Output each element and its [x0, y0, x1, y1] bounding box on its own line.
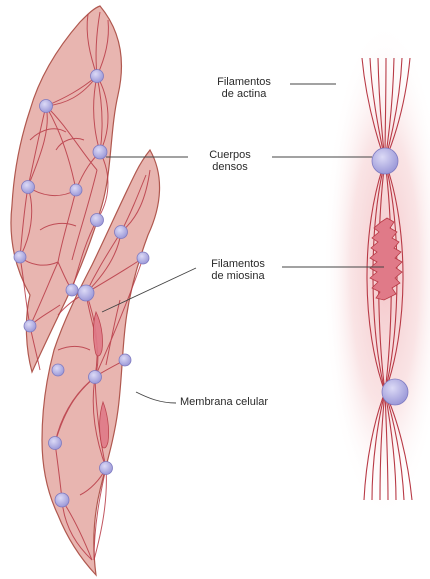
label-dense-line2: densos: [190, 161, 270, 173]
dense-body: [89, 371, 102, 384]
dense-body: [93, 145, 107, 159]
label-dense-bodies: Cuerpos densos: [190, 149, 270, 173]
dense-body: [115, 226, 128, 239]
label-myosin-filaments: Filamentos de miosina: [196, 258, 280, 282]
dense-body-upper: [372, 148, 398, 174]
label-myosin-line2: de miosina: [196, 270, 280, 282]
dense-body: [14, 251, 26, 263]
label-dense-line1: Cuerpos: [190, 149, 270, 161]
label-actin-line2: de actina: [203, 88, 285, 100]
dense-body: [24, 320, 36, 332]
dense-body: [66, 284, 78, 296]
dense-body: [22, 181, 35, 194]
label-actin-line1: Filamentos: [203, 76, 285, 88]
dense-body: [40, 100, 53, 113]
dense-body: [91, 214, 104, 227]
leader-membrane: [136, 392, 176, 403]
label-membrane-text: Membrana celular: [180, 396, 268, 408]
label-cell-membrane: Membrana celular: [180, 396, 310, 408]
dense-body-lower: [382, 379, 408, 405]
dense-body: [100, 462, 113, 475]
dense-body: [55, 493, 69, 507]
label-myosin-line1: Filamentos: [196, 258, 280, 270]
label-actin-filaments: Filamentos de actina: [203, 76, 285, 100]
dense-body: [137, 252, 149, 264]
dense-body: [119, 354, 131, 366]
dense-body: [49, 437, 62, 450]
dense-body: [52, 364, 64, 376]
filament-unit-detail: [323, 20, 430, 520]
dense-body: [78, 285, 94, 301]
dense-body: [91, 70, 104, 83]
muscle-cell-group: [11, 6, 160, 575]
dense-body: [70, 184, 82, 196]
